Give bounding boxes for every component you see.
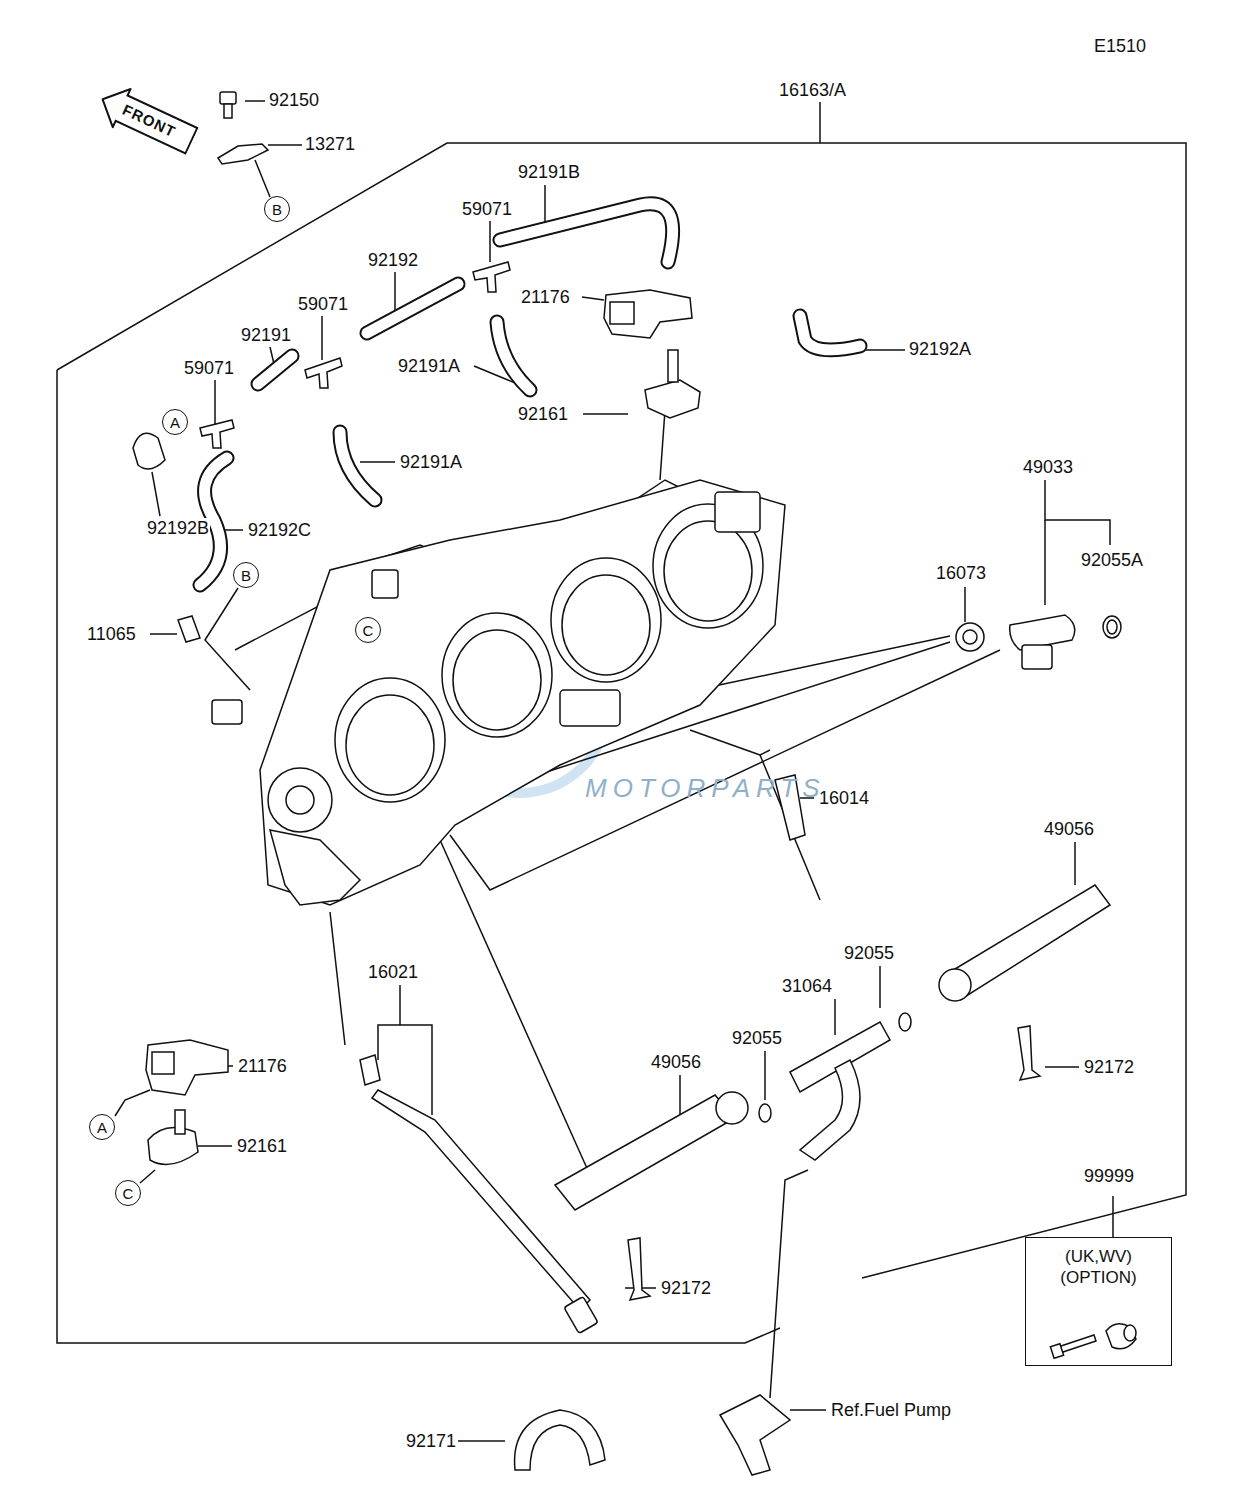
- reference-letter: C: [123, 1186, 134, 1201]
- callout-number: 92150: [268, 90, 320, 110]
- callout-number: Ref.Fuel Pump: [830, 1400, 952, 1420]
- callout-number: 92055: [731, 1028, 783, 1048]
- callout-number: 21176: [520, 287, 571, 307]
- callout-number: 21176: [237, 1056, 288, 1076]
- callout-number: 92191A: [397, 356, 461, 376]
- callout-number: 49033: [1022, 457, 1074, 477]
- reference-letter: A: [170, 415, 180, 430]
- reference-letter: C: [363, 623, 374, 638]
- callout-number: 31064: [781, 976, 833, 996]
- callout-number: 92192B: [146, 518, 210, 538]
- callout-number: 59071: [183, 358, 235, 378]
- reference-circle: A: [89, 1114, 115, 1140]
- reference-letter: A: [97, 1120, 107, 1135]
- reference-circle: B: [264, 196, 290, 222]
- callout-number: 16014: [818, 788, 870, 808]
- callout-number: 99999: [1084, 1166, 1134, 1186]
- callout-number: 59071: [297, 294, 349, 314]
- callout-number: 49056: [650, 1052, 702, 1072]
- option-box: 99999(UK,WV) (OPTION): [1025, 1237, 1172, 1366]
- front-arrow: FRONT: [95, 72, 195, 168]
- bar-end-icon: [1026, 1309, 1170, 1365]
- callout-number: 92171: [405, 1431, 457, 1451]
- callout-number: 92192C: [247, 520, 312, 540]
- callout-number: E1510: [1093, 36, 1147, 56]
- callout-number: 92161: [236, 1136, 288, 1156]
- callout-number: 92191B: [517, 162, 581, 182]
- reference-circle: C: [115, 1180, 141, 1206]
- callout-number: 16163/A: [778, 80, 847, 100]
- watermark: MOTORPARTS: [585, 773, 826, 804]
- callout-number: 92172: [1083, 1057, 1135, 1077]
- reference-circle: B: [233, 562, 259, 588]
- callout-number: 92055A: [1080, 550, 1144, 570]
- callout-number: 92172: [660, 1278, 712, 1298]
- reference-circle: C: [355, 617, 381, 643]
- callout-number: 13271: [304, 134, 356, 154]
- callout-number: 16073: [935, 563, 987, 583]
- callout-number: 92192A: [908, 339, 972, 359]
- callout-number: 92191: [240, 325, 292, 345]
- callout-number: 92192: [367, 250, 419, 270]
- callout-number: 92055: [843, 943, 895, 963]
- option-note: (UK,WV) (OPTION): [1053, 1246, 1145, 1288]
- callout-number: 49056: [1043, 819, 1095, 839]
- reference-letter: B: [241, 568, 251, 583]
- callout-number: 16021: [367, 962, 419, 982]
- reference-letter: B: [272, 202, 282, 217]
- reference-circle: A: [162, 409, 188, 435]
- callout-number: 92161: [517, 404, 569, 424]
- callout-number: 59071: [461, 199, 513, 219]
- callout-number: 11065: [86, 624, 137, 644]
- callout-number: 92191A: [399, 452, 463, 472]
